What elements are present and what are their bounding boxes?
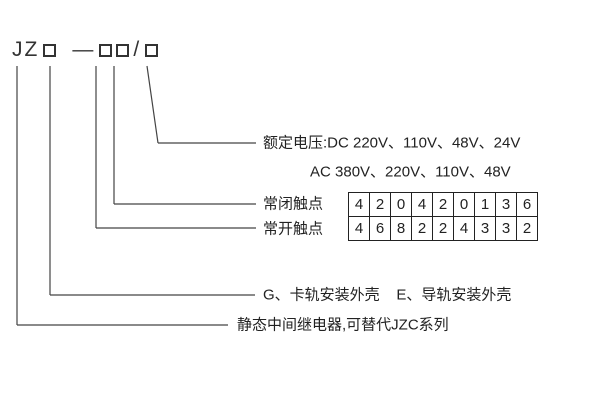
- model-box-1: [43, 43, 57, 57]
- model-box-3: [116, 43, 130, 57]
- table-cell-no: 3: [496, 217, 516, 240]
- table-cell-no: 2: [412, 217, 432, 240]
- table-cell-no: 8: [391, 217, 411, 240]
- table-cell-no: 4: [349, 217, 369, 240]
- model-box-4: [145, 43, 159, 57]
- table-cell-no: 2: [433, 217, 453, 240]
- table-cell-nc: 2: [433, 193, 453, 216]
- label-shell-type: G、卡轨安装外壳 E、导轨安装外壳: [263, 286, 512, 304]
- contact-count-table: 4 2 0 4 2 0 1 3 6 4 6 8 2 2 4 3 3 2: [348, 192, 538, 241]
- table-cell-no: 4: [454, 217, 474, 240]
- table-cell-nc: 4: [349, 193, 369, 216]
- table-cell-nc: 0: [391, 193, 411, 216]
- table-cell-nc: 1: [475, 193, 495, 216]
- table-cell-nc: 3: [496, 193, 516, 216]
- model-dash: —: [72, 38, 96, 61]
- label-nc-contacts: 常闭触点: [263, 195, 324, 213]
- label-rated-voltage-dc: 额定电压:DC 220V、110V、48V、24V: [263, 134, 521, 152]
- table-cell-no: 6: [370, 217, 390, 240]
- table-cell-nc: 6: [517, 193, 537, 216]
- label-no-contacts: 常开触点: [263, 220, 324, 238]
- model-box-2: [99, 43, 113, 57]
- model-code: JZ — /: [12, 38, 159, 62]
- table-cell-nc: 0: [454, 193, 474, 216]
- table-cell-no: 3: [475, 217, 495, 240]
- label-rated-voltage-ac: AC 380V、220V、110V、48V: [310, 163, 511, 181]
- table-cell-nc: 2: [370, 193, 390, 216]
- model-prefix: JZ: [12, 38, 40, 61]
- table-cell-no: 2: [517, 217, 537, 240]
- model-slash: /: [133, 38, 142, 61]
- label-series-description: 静态中间继电器,可替代JZC系列: [237, 316, 449, 334]
- table-cell-nc: 4: [412, 193, 432, 216]
